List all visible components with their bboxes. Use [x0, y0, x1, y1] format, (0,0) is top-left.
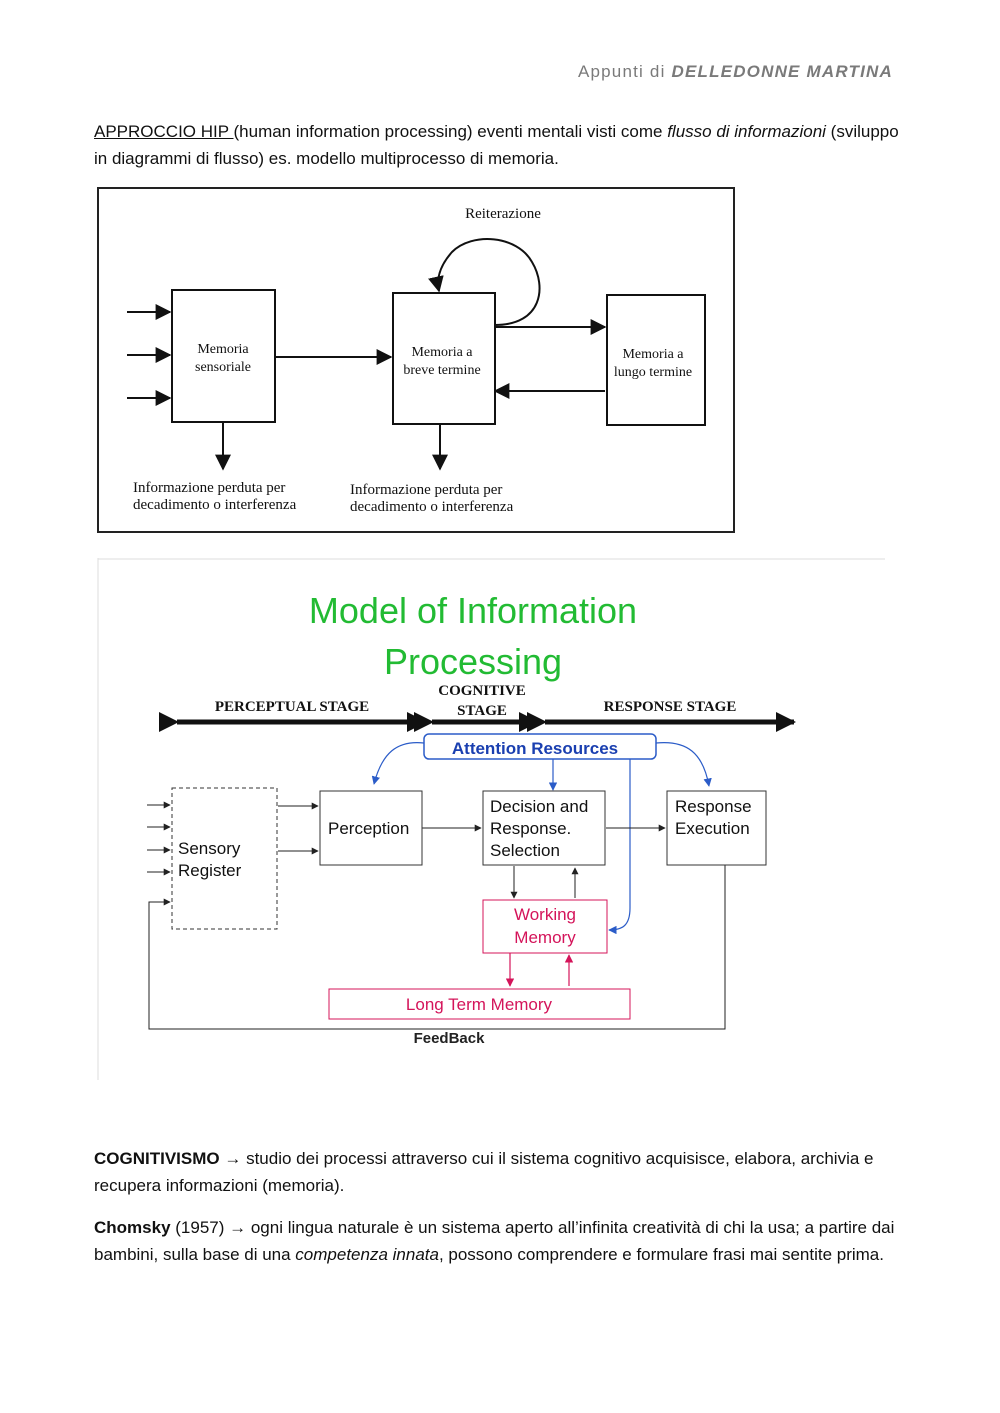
working-memory-box — [482, 899, 608, 954]
svg-text:Memoria a: Memoria a — [622, 347, 684, 362]
svg-text:sensoriale: sensoriale — [195, 360, 251, 375]
sensory-register-box — [171, 787, 278, 930]
svg-text:Response: Response — [675, 797, 752, 816]
attention-resources-box — [423, 733, 657, 760]
svg-text:Attention Resources: Attention Resources — [452, 739, 618, 758]
perception-box — [319, 790, 423, 866]
svg-text:Long Term Memory: Long Term Memory — [406, 995, 553, 1014]
perceptual-stage-label: PERCEPTUAL STAGE — [215, 699, 369, 715]
svg-text:Response.: Response. — [490, 819, 571, 838]
svg-text:Perception: Perception — [328, 819, 409, 838]
page-header: Appunti di DELLEDONNE MARTINA — [578, 62, 893, 82]
cognitivismo-paragraph: COGNITIVISMO → studio dei processi attra… — [94, 1149, 874, 1195]
info-lost-label-1: Informazione perduta per — [133, 480, 285, 496]
svg-text:Register: Register — [178, 861, 242, 880]
info-lost-label-2: Informazione perduta per — [350, 482, 502, 498]
svg-text:Memory: Memory — [514, 928, 576, 947]
short-term-memory-box — [392, 292, 496, 425]
long-term-memory-box — [606, 294, 706, 426]
information-processing-model-diagram: Model of Information Processing PERCEPTU… — [97, 558, 885, 1080]
cognitive-stage-label: COGNITIVE — [438, 683, 526, 699]
svg-text:Memoria a: Memoria a — [411, 345, 473, 360]
svg-text:Selection: Selection — [490, 841, 560, 860]
rehearsal-label: Reiterazione — [465, 206, 541, 222]
sensory-memory-box — [171, 289, 276, 423]
header-prefix: Appunti di — [577, 62, 672, 81]
decision-response-selection-box — [482, 790, 606, 866]
diagram-title-line-2: Processing — [384, 641, 562, 682]
svg-text:Decision and: Decision and — [490, 797, 588, 816]
svg-text:lungo termine: lungo termine — [614, 365, 692, 380]
response-stage-label: RESPONSE STAGE — [604, 699, 737, 715]
svg-text:Sensory: Sensory — [178, 839, 241, 858]
long-term-memory-box — [328, 988, 631, 1020]
feedback-label: FeedBack — [414, 1030, 486, 1047]
intro-paragraph: APPROCCIO HIP (human information process… — [94, 122, 899, 168]
svg-text:breve termine: breve termine — [403, 363, 480, 378]
header-author: DELLEDONNE MARTINA — [671, 62, 893, 81]
response-execution-box — [666, 790, 767, 866]
intro-term: APPROCCIO HIP — [94, 122, 234, 141]
svg-text:Memoria: Memoria — [197, 342, 249, 357]
svg-text:Execution: Execution — [675, 819, 750, 838]
svg-text:decadimento o interferenza: decadimento o interferenza — [350, 499, 514, 515]
svg-text:STAGE: STAGE — [457, 703, 507, 719]
svg-text:Working: Working — [514, 905, 576, 924]
multistore-memory-diagram: Reiterazione Memoria sensoriale Memoria … — [97, 187, 735, 533]
diagram-title-line-1: Model of Information — [309, 590, 637, 631]
svg-text:decadimento o interferenza: decadimento o interferenza — [133, 497, 297, 513]
chomsky-paragraph: Chomsky (1957) → ogni lingua naturale è … — [94, 1218, 895, 1264]
